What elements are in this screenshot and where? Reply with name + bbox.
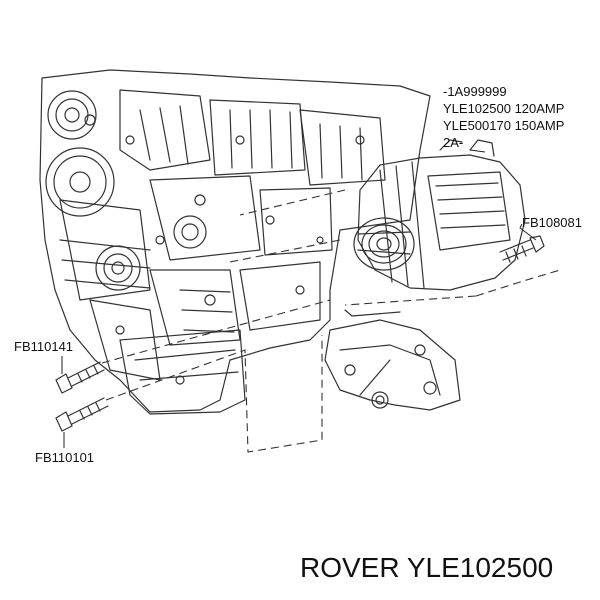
callout-bolt-fb110101: FB110101 xyxy=(35,450,95,465)
alignment-line-upper-bolt xyxy=(101,299,331,364)
leader-line-fb108081 xyxy=(519,223,537,241)
part-number: YLE102500 xyxy=(406,552,554,583)
bolt-fb110141-drawing xyxy=(55,361,105,394)
pulley-drawings xyxy=(45,90,207,291)
callout-part-120amp: YLE102500 120AMP xyxy=(443,101,565,116)
alignment-line-alternator xyxy=(229,189,346,263)
callout-part-150amp: YLE500170 150AMP xyxy=(443,118,565,133)
callout-bolt-fb110141: FB110141 xyxy=(14,339,74,354)
part-caption: ROVER YLE102500 xyxy=(300,552,553,584)
leader-line-alternator xyxy=(469,149,486,153)
alternator-drawing xyxy=(353,139,526,291)
callout-bolt-fb108081: FB108081 xyxy=(522,215,582,230)
bolt-fb108081-drawing xyxy=(499,235,545,263)
engine-block-drawing xyxy=(39,69,431,415)
callout-revision-bottom: 2A- xyxy=(443,135,464,150)
brand-name: ROVER xyxy=(300,552,400,583)
bolt-fb110101-drawing xyxy=(55,397,109,432)
alignment-line-bracket xyxy=(344,295,477,306)
alignment-line-bolt-right xyxy=(475,269,561,297)
callout-revision-top: -1A999999 xyxy=(443,84,507,99)
alignment-line-lower-bolt xyxy=(105,335,323,453)
mounting-bracket-drawing xyxy=(324,309,461,411)
